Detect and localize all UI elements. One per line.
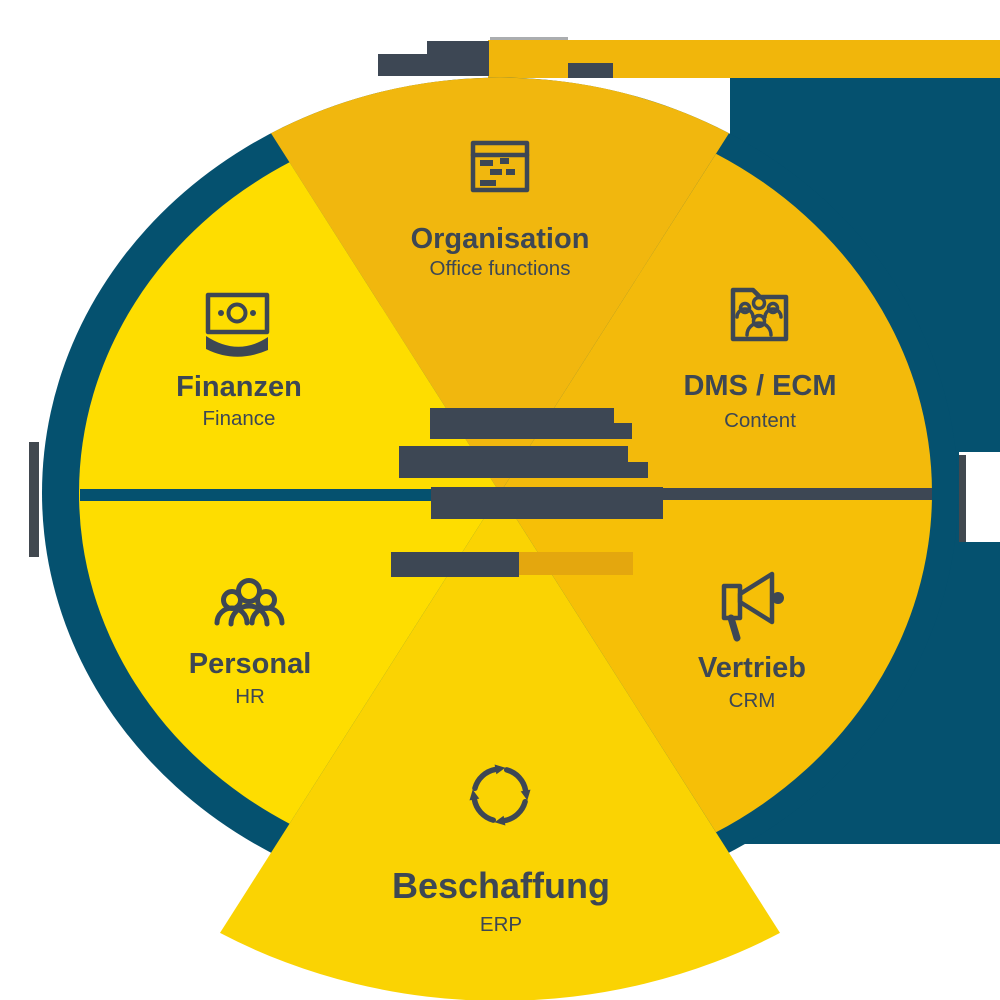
people-group-icon (214, 578, 285, 627)
segment-personal-sublabel: HR (235, 685, 265, 708)
segment-beschaffung-label: Beschaffung (392, 865, 610, 906)
segment-finanzen-label: Finanzen (176, 371, 302, 403)
segment-organisation-label: Organisation (411, 223, 590, 255)
redacted-logo (378, 37, 1000, 78)
wheel (42, 77, 958, 1000)
redacted-logo-block (378, 54, 428, 76)
redacted-center-text (391, 408, 663, 577)
redacted-center-bar (399, 446, 628, 478)
segment-organisation-sublabel: Office functions (430, 257, 571, 280)
top-amber-band (488, 40, 1000, 78)
banknote-icon (205, 292, 270, 357)
segment-personal-label: Personal (189, 648, 312, 680)
wedge-organisation (271, 77, 729, 493)
divider-line-left (80, 489, 500, 501)
wedge-beschaffung (220, 493, 780, 1000)
redacted-center-bar (598, 423, 632, 439)
redacted-center-bar (430, 408, 614, 439)
segment-beschaffung-sublabel: ERP (480, 913, 522, 936)
wedge-vertrieb (500, 493, 932, 833)
left-edge-tick (29, 442, 39, 557)
right-edge-tick (959, 455, 966, 542)
logo-gray-line (490, 37, 568, 42)
redacted-center-bar (391, 552, 519, 577)
segment-finanzen-sublabel: Finance (203, 407, 276, 430)
cycle-arrows-icon (469, 764, 531, 826)
segment-dms-label: DMS / ECM (683, 370, 836, 402)
redacted-logo-block (427, 41, 489, 76)
redacted-logo-block (568, 63, 613, 78)
segment-vertrieb-sublabel: CRM (729, 689, 776, 712)
folder-team-icon (730, 287, 789, 342)
redacted-center-bar (431, 487, 663, 519)
segment-dms-sublabel: Content (724, 409, 796, 432)
megaphone-icon (721, 571, 784, 642)
redacted-center-bar-amber (519, 552, 633, 575)
segment-vertrieb-label: Vertrieb (698, 652, 806, 684)
wedge-finanzen (79, 162, 500, 493)
redacted-center-bar (621, 462, 648, 478)
window-tasks-icon (470, 140, 530, 193)
